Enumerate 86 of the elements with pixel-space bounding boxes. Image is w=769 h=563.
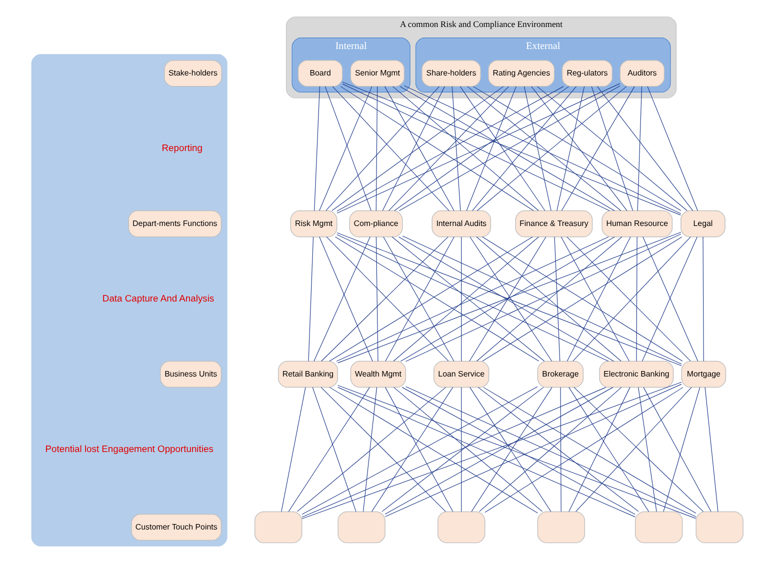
connector — [320, 387, 446, 512]
connector — [338, 387, 636, 518]
node-box: Finance & Treasury — [515, 210, 593, 238]
connector — [461, 236, 462, 362]
connector — [472, 86, 682, 211]
node-box: Customer Touch Points — [131, 514, 222, 541]
connector — [314, 86, 320, 211]
connector — [394, 86, 570, 211]
cluster — [31, 54, 228, 546]
connector — [372, 387, 454, 512]
label: Reporting — [162, 142, 202, 154]
connector — [556, 86, 585, 211]
node-box: Reg-ulators — [562, 60, 613, 87]
node-box: Internal Audits — [432, 210, 492, 238]
connector — [402, 387, 636, 515]
node-box — [696, 511, 744, 544]
node-box: Business Units — [160, 360, 222, 388]
connector — [531, 86, 628, 211]
connector — [597, 86, 694, 211]
connector — [384, 86, 454, 211]
connector — [388, 86, 510, 211]
connector — [281, 387, 306, 512]
node-box: Rating Agencies — [488, 60, 555, 87]
connector — [638, 387, 657, 512]
label: Data Capture And Analysis — [102, 292, 214, 304]
connector — [704, 387, 718, 512]
node-box — [437, 511, 486, 544]
connector — [452, 86, 461, 211]
node-box: Brokerage — [537, 360, 584, 388]
connector — [288, 387, 370, 512]
connector — [302, 387, 606, 518]
connector — [340, 86, 534, 211]
connector — [376, 86, 378, 211]
connector — [336, 86, 564, 212]
connector — [376, 236, 378, 362]
connector — [461, 387, 462, 512]
node-box — [254, 511, 302, 544]
node-box: Electronic Banking — [599, 360, 674, 388]
connector — [404, 86, 682, 214]
connector — [536, 86, 688, 211]
connector — [338, 385, 696, 519]
connector — [647, 86, 698, 211]
node-box: Loan Service — [434, 360, 490, 388]
connector — [643, 387, 712, 512]
connector — [392, 86, 539, 211]
connector — [560, 387, 562, 512]
node-box — [634, 511, 683, 544]
node-box: Auditors — [620, 60, 665, 87]
node-box — [338, 511, 386, 544]
connector — [342, 82, 681, 216]
connector — [384, 387, 454, 512]
connector — [296, 387, 446, 512]
node-box — [537, 511, 586, 544]
connector — [312, 387, 356, 512]
connector — [460, 86, 546, 211]
connector — [702, 236, 704, 362]
connector — [362, 387, 378, 512]
connector — [332, 86, 504, 211]
node-box: Share-holders — [422, 60, 481, 87]
connector — [591, 86, 634, 211]
connector — [636, 236, 638, 362]
node-box: Depart-ments Functions — [128, 210, 222, 238]
node-box: Legal — [680, 210, 726, 238]
node-box: Board — [298, 60, 343, 87]
connector — [663, 387, 700, 512]
node-box: Risk Mgmt — [290, 210, 338, 238]
connector — [472, 86, 577, 211]
label: Potential lost Engagement Opportunities — [45, 442, 214, 454]
node-box: Senior Mgmt — [350, 60, 405, 87]
connector — [308, 236, 314, 362]
connector — [637, 86, 642, 211]
connector — [384, 387, 614, 514]
connector — [568, 387, 630, 512]
node-box: Com-pliance — [349, 210, 403, 238]
node-box: Human Resource — [602, 210, 673, 238]
node-box: Stake-holders — [164, 60, 222, 87]
connector — [524, 86, 552, 211]
node-box: Mortgage — [681, 360, 726, 388]
connector — [302, 382, 682, 520]
connector — [382, 86, 445, 211]
connector — [561, 86, 635, 211]
connector — [466, 86, 516, 211]
connector — [554, 236, 560, 362]
node-box: Wealth Mgmt — [350, 360, 406, 388]
connector — [568, 387, 650, 512]
node-box: Retail Banking — [278, 360, 338, 388]
